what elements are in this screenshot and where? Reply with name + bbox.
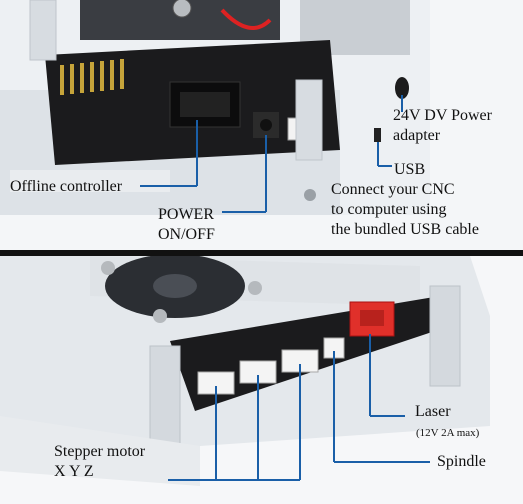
leader-lines xyxy=(140,95,403,213)
corner-post xyxy=(295,79,323,161)
panel-divider xyxy=(0,250,523,256)
corner-post xyxy=(429,285,461,387)
bottom-photo-panel: Laser (12V 2A max) Spindle Stepper motor… xyxy=(0,256,523,504)
usb-label: USB xyxy=(394,161,426,178)
base-screw xyxy=(304,189,316,201)
top-photo-panel: 24V DV Power adapter USB Connect your CN… xyxy=(0,0,523,250)
power-switch-button xyxy=(260,119,272,131)
stepper-connectors xyxy=(197,337,345,395)
laser-spec-label: (12V 2A max) xyxy=(416,427,480,439)
power-switch-label-line1: POWER xyxy=(158,206,214,223)
screw-head xyxy=(101,261,115,275)
leader-lines xyxy=(168,334,430,481)
offline-controller-label: Offline controller xyxy=(10,178,123,195)
fan-hub xyxy=(153,274,197,298)
usb-desc-line3: the bundled USB cable xyxy=(331,221,479,238)
laser-label: Laser xyxy=(415,403,451,420)
controller-board-side-illustration xyxy=(0,256,490,486)
controller-board-top-illustration xyxy=(0,0,430,215)
screw-head xyxy=(172,0,192,18)
stepper-axes-label: X Y Z xyxy=(54,463,94,480)
power-adapter-label-line2: adapter xyxy=(393,127,441,144)
laser-connector-slot xyxy=(360,310,384,326)
socket-pins xyxy=(180,92,230,117)
base-plate xyxy=(0,416,200,486)
spindle-label: Spindle xyxy=(437,453,486,470)
power-adapter-label-line1: 24V DV Power xyxy=(393,107,492,124)
power-switch-label-line2: ON/OFF xyxy=(158,226,215,243)
base-plate xyxy=(10,170,170,192)
screw-head xyxy=(248,281,262,295)
pin-header xyxy=(60,59,124,95)
corner-post xyxy=(29,0,57,61)
screw-head xyxy=(153,309,167,323)
stepper-motor-label: Stepper motor xyxy=(54,443,146,460)
usb-desc-line2: to computer using xyxy=(331,201,447,218)
dc-power-jack xyxy=(395,77,409,99)
corner-post xyxy=(149,345,181,447)
red-wire xyxy=(220,8,272,30)
usb-port xyxy=(374,128,381,142)
usb-desc-line1: Connect your CNC xyxy=(331,181,455,198)
